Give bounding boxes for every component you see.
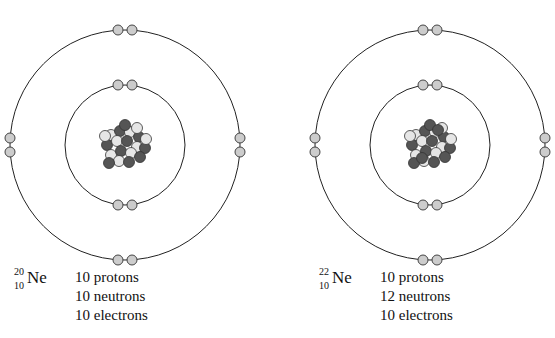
element-symbol: Ne bbox=[332, 269, 352, 288]
atomic-number: 10 bbox=[14, 280, 24, 291]
inner-shell bbox=[65, 85, 185, 205]
nucleus bbox=[100, 120, 152, 169]
particle-count: 12 neutrons bbox=[380, 288, 450, 305]
particle-count: 10 electrons bbox=[380, 307, 453, 324]
atomic-number: 10 bbox=[319, 280, 329, 291]
mass-number: 22 bbox=[319, 266, 329, 277]
electron-pair bbox=[113, 255, 137, 265]
electron-pair bbox=[418, 80, 442, 90]
electron-pair bbox=[235, 133, 245, 157]
neutron bbox=[433, 125, 444, 136]
electron-pair bbox=[5, 133, 15, 157]
electron-pair bbox=[113, 200, 137, 210]
inner-shell bbox=[370, 85, 490, 205]
electron-pair bbox=[418, 200, 442, 210]
electron-pair bbox=[113, 80, 137, 90]
element-symbol: Ne bbox=[27, 269, 47, 288]
neutron bbox=[417, 153, 428, 164]
electron-pair bbox=[113, 25, 137, 35]
particle-count: 10 protons bbox=[380, 269, 444, 286]
outer-shell bbox=[315, 30, 545, 260]
electron-pair bbox=[418, 255, 442, 265]
electron-pair bbox=[418, 25, 442, 35]
outer-shell bbox=[10, 30, 240, 260]
particle-count: 10 neutrons bbox=[75, 288, 145, 305]
particle-count: 10 protons bbox=[75, 269, 139, 286]
mass-number: 20 bbox=[14, 266, 24, 277]
nucleus bbox=[405, 120, 457, 169]
electron-pair bbox=[540, 133, 550, 157]
particle-count: 10 electrons bbox=[75, 307, 148, 324]
electron-pair bbox=[310, 133, 320, 157]
